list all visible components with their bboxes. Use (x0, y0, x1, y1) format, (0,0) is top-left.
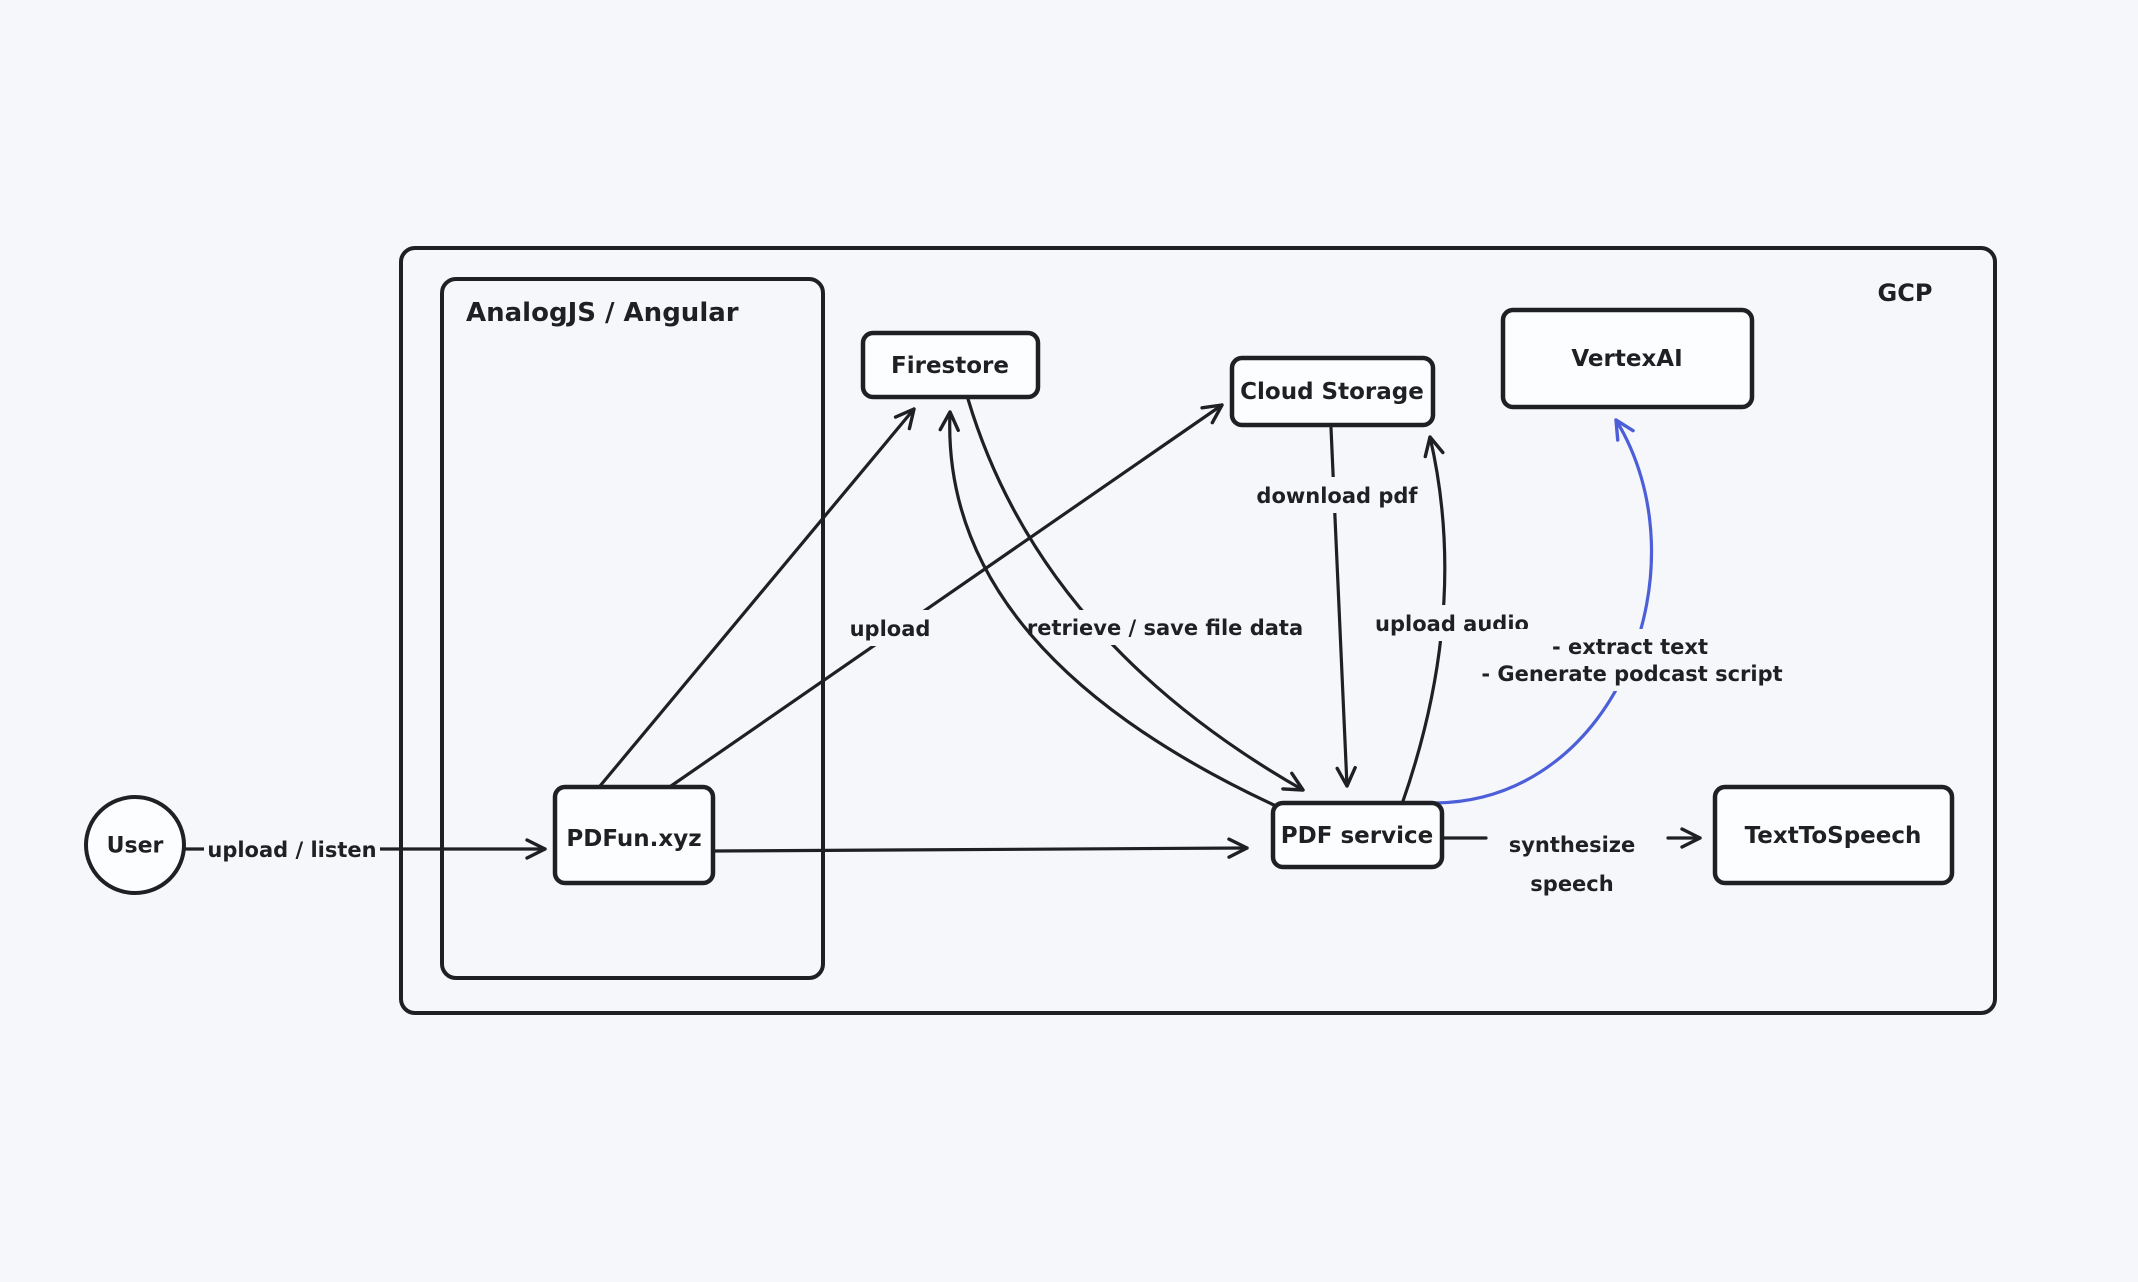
node-pdfun (552, 784, 716, 886)
edge-pdfun-to-cloud-storage (669, 403, 1224, 788)
edge-label-upload: upload (850, 617, 931, 641)
node-user-label: User (107, 834, 164, 859)
edge-label-bg (1043, 610, 1293, 645)
edge-label-upload-listen: upload / listen (207, 838, 376, 862)
edge-pdfun-to-pdf-service (711, 837, 1249, 859)
edge-label-extract-text: - extract text (1552, 635, 1708, 659)
node-pdf-service-label: PDF service (1281, 823, 1433, 849)
node-firestore-label: Firestore (891, 353, 1009, 379)
node-cloud-storage-label: Cloud Storage (1240, 379, 1424, 405)
node-vertexai-label: VertexAI (1571, 346, 1682, 372)
frontend-container (440, 277, 825, 980)
node-vertexai (1500, 307, 1755, 410)
edge-pdf-service-to-firestore (938, 410, 1278, 808)
edge-label-download-pdf: download pdf (1256, 484, 1418, 508)
node-firestore (860, 330, 1041, 400)
node-pdfun-label: PDFun.xyz (566, 826, 701, 852)
edge-label-retrieve-save: retrieve / save file data (1027, 616, 1303, 640)
edge-labels-layer: upload / listen upload retrieve / save f… (204, 477, 1783, 896)
edge-firestore-to-pdf-service (966, 397, 1305, 792)
node-user (84, 795, 186, 895)
node-texttospeech (1712, 784, 1955, 886)
edge-label-speech: speech (1530, 872, 1613, 896)
node-texttospeech-label: TextToSpeech (1745, 823, 1922, 849)
edge-label-bg (842, 610, 938, 646)
edge-pdfun-to-firestore (598, 407, 916, 788)
edge-label-bg (1255, 477, 1419, 513)
gcp-container (399, 246, 1997, 1015)
node-cloud-storage (1229, 355, 1436, 428)
gcp-container-label: GCP (1878, 279, 1933, 307)
nodes-layer: User PDFun.xyz Firestore Cloud Storage V… (84, 307, 1955, 895)
edge-label-generate-podcast-script: - Generate podcast script (1481, 662, 1782, 686)
edge-label-synthesize: synthesize (1509, 833, 1636, 857)
node-pdf-service (1270, 800, 1445, 870)
edge-label-bg (1487, 629, 1777, 691)
frontend-container-label: AnalogJS / Angular (466, 298, 739, 328)
edge-label-bg (204, 831, 380, 867)
